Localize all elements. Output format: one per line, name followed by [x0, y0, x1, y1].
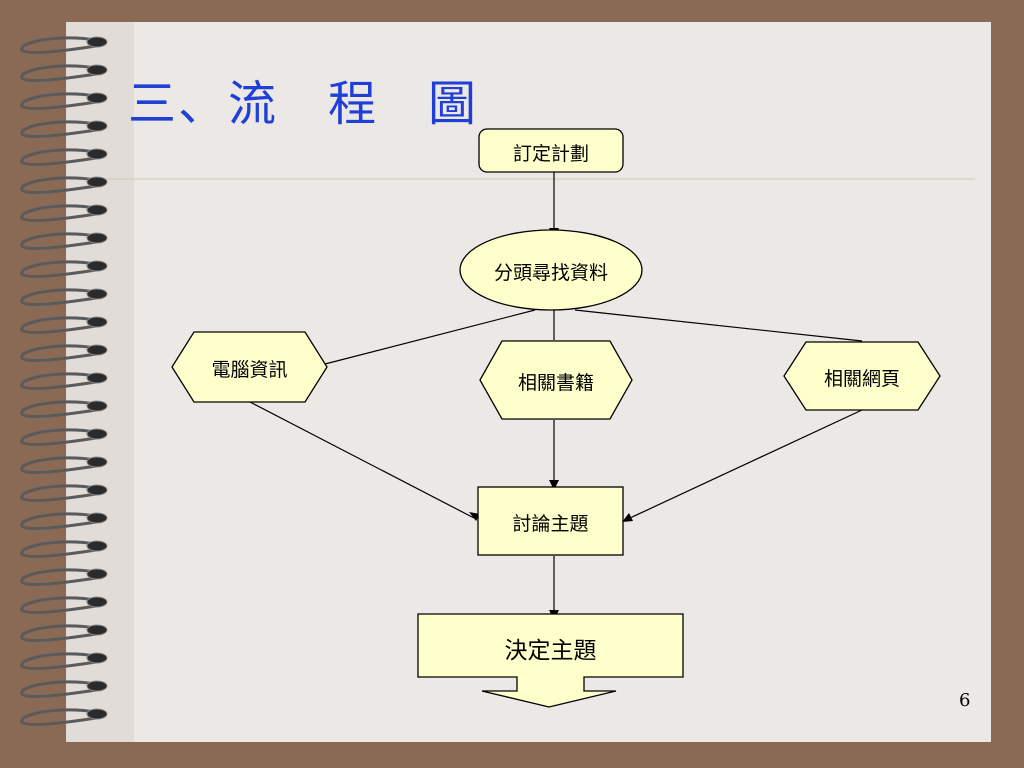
spiral-hole [86, 316, 108, 328]
spiral-ring [20, 176, 97, 195]
arrow-web-to-discuss [629, 409, 863, 519]
node-search-label: 分頭尋找資料 [493, 262, 608, 284]
spiral-hole [86, 400, 108, 412]
spiral-hole [86, 428, 108, 440]
spiral-hole [86, 176, 108, 188]
spiral-hole [86, 708, 108, 720]
node-plan-box [478, 128, 624, 173]
spiral-hole [86, 120, 108, 132]
node-discuss-box [477, 486, 624, 556]
node-discuss-label: 討論主題 [512, 513, 589, 535]
spiral-ring [20, 372, 97, 391]
spiral-hole [86, 596, 108, 608]
spiral-hole [86, 484, 108, 496]
spiral-ring [20, 568, 97, 587]
node-computer-hex [171, 331, 328, 403]
spiral-ring [20, 456, 97, 475]
node-plan-label: 訂定計劃 [512, 143, 589, 165]
spiral-ring [20, 260, 97, 279]
spiral-ring [20, 484, 97, 503]
spiral-ring [20, 708, 97, 727]
spiral-hole [86, 372, 108, 384]
node-computer-label: 電腦資訊 [211, 359, 288, 381]
spiral-hole [86, 568, 108, 580]
arrowhead-discuss-vertical [549, 480, 559, 490]
spiral-ring [20, 148, 97, 167]
arrowhead-discuss-right [622, 513, 633, 522]
spiral-hole [86, 36, 108, 48]
node-books-label: 相關書籍 [517, 372, 594, 394]
page-number: 6 [959, 690, 971, 711]
node-decide-label: 決定主題 [504, 638, 597, 664]
spiral-hole [86, 92, 108, 104]
spiral-ring [20, 36, 97, 55]
node-decide-arrow-box [417, 613, 684, 708]
spiral-hole [86, 344, 108, 356]
spiral-ring [20, 288, 97, 307]
spiral-ring [20, 92, 97, 111]
spiral-hole [86, 652, 108, 664]
spiral-hole [86, 456, 108, 468]
spiral-ring [20, 64, 97, 83]
spiral-hole [86, 540, 108, 552]
line-search-to-web [574, 309, 863, 342]
spiral-ring [20, 512, 97, 531]
node-web-hex [783, 341, 941, 411]
spiral-hole [86, 512, 108, 524]
spiral-ring [20, 400, 97, 419]
spiral-hole [86, 680, 108, 692]
node-web-label: 相關網頁 [823, 368, 900, 390]
spiral-ring [20, 232, 97, 251]
arrowhead-discuss-left [469, 512, 480, 521]
connectors [247, 172, 863, 612]
spiral-ring [20, 540, 97, 559]
spiral-ring [20, 680, 97, 699]
spiral-hole [86, 204, 108, 216]
spiral-ring [20, 624, 97, 643]
spiral-ring [20, 120, 97, 139]
spiral-ring [20, 596, 97, 615]
spiral-hole [86, 260, 108, 272]
spiral-ring [20, 316, 97, 335]
page-title: 三、流 程 圖 [128, 76, 479, 132]
spiral-hole [86, 64, 108, 76]
line-search-to-computer [324, 309, 536, 365]
spiral-ring [20, 204, 97, 223]
spiral-binding [20, 36, 108, 727]
spiral-ring [20, 344, 97, 363]
spiral-hole [86, 288, 108, 300]
spiral-hole [86, 232, 108, 244]
arrow-computer-to-discuss [247, 400, 475, 519]
spiral-hole [86, 148, 108, 160]
spiral-ring [20, 428, 97, 447]
node-search-ellipse [459, 229, 643, 311]
spiral-ring [20, 652, 97, 671]
node-books-hex [479, 340, 633, 420]
spiral-hole [86, 624, 108, 636]
